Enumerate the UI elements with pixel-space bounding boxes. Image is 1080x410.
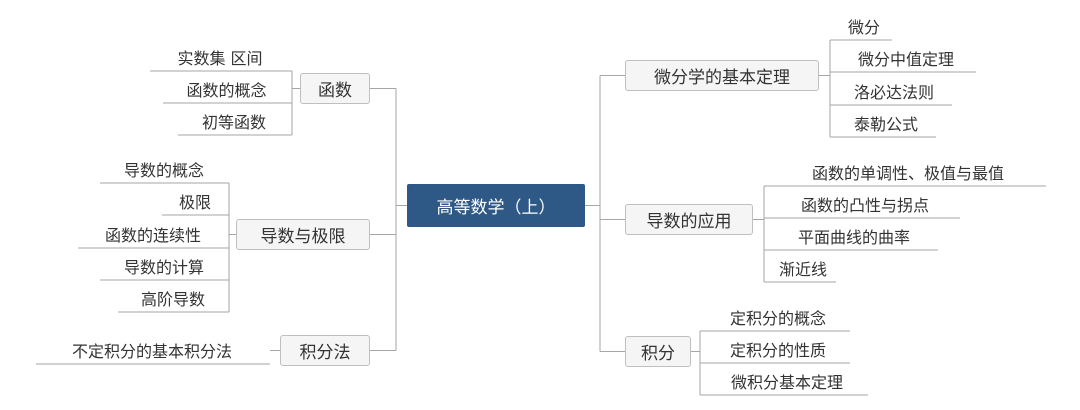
leaf-monotonicity-extrema[interactable]: 函数的单调性、极值与最值 <box>811 164 1004 183</box>
branch-derivative-limit[interactable]: 导数与极限 <box>236 219 370 250</box>
branch-integration-methods[interactable]: 积分法 <box>280 335 370 366</box>
branch-derivative-applications[interactable]: 导数的应用 <box>625 204 753 235</box>
leaf-taylor[interactable]: 泰勒公式 <box>853 115 918 134</box>
leaf-convexity-inflection[interactable]: 函数的凸性与拐点 <box>800 196 929 215</box>
leaf-continuity[interactable]: 函数的连续性 <box>104 226 201 245</box>
leaf-elementary-functions[interactable]: 初等函数 <box>201 113 266 132</box>
leaf-mean-value-theorem[interactable]: 微分中值定理 <box>857 50 954 69</box>
leaf-asymptote[interactable]: 渐近线 <box>778 260 827 279</box>
branch-function[interactable]: 函数 <box>300 73 370 104</box>
leaf-higher-derivatives[interactable]: 高阶导数 <box>140 290 205 309</box>
leaf-indefinite-integral[interactable]: 不定积分的基本积分法 <box>71 342 232 361</box>
root-node[interactable]: 高等数学（上） <box>407 184 585 227</box>
branch-integral[interactable]: 积分 <box>625 336 691 367</box>
branch-differential-theorems[interactable]: 微分学的基本定理 <box>625 60 819 91</box>
leaf-fundamental-theorem[interactable]: 微积分基本定理 <box>730 373 843 392</box>
leaf-limit[interactable]: 极限 <box>178 193 211 212</box>
leaf-curvature[interactable]: 平面曲线的曲率 <box>797 228 910 247</box>
leaf-derivative-calc[interactable]: 导数的计算 <box>123 258 204 277</box>
leaf-function-concept[interactable]: 函数的概念 <box>186 81 267 100</box>
leaf-definite-integral-concept[interactable]: 定积分的概念 <box>729 309 826 328</box>
leaf-definite-integral-properties[interactable]: 定积分的性质 <box>729 341 826 360</box>
leaf-derivative-concept[interactable]: 导数的概念 <box>123 161 204 180</box>
leaf-real-sets-intervals[interactable]: 实数集 区间 <box>177 49 263 68</box>
leaf-differential[interactable]: 微分 <box>847 18 880 37</box>
leaf-lhopital[interactable]: 洛必达法则 <box>853 83 934 102</box>
